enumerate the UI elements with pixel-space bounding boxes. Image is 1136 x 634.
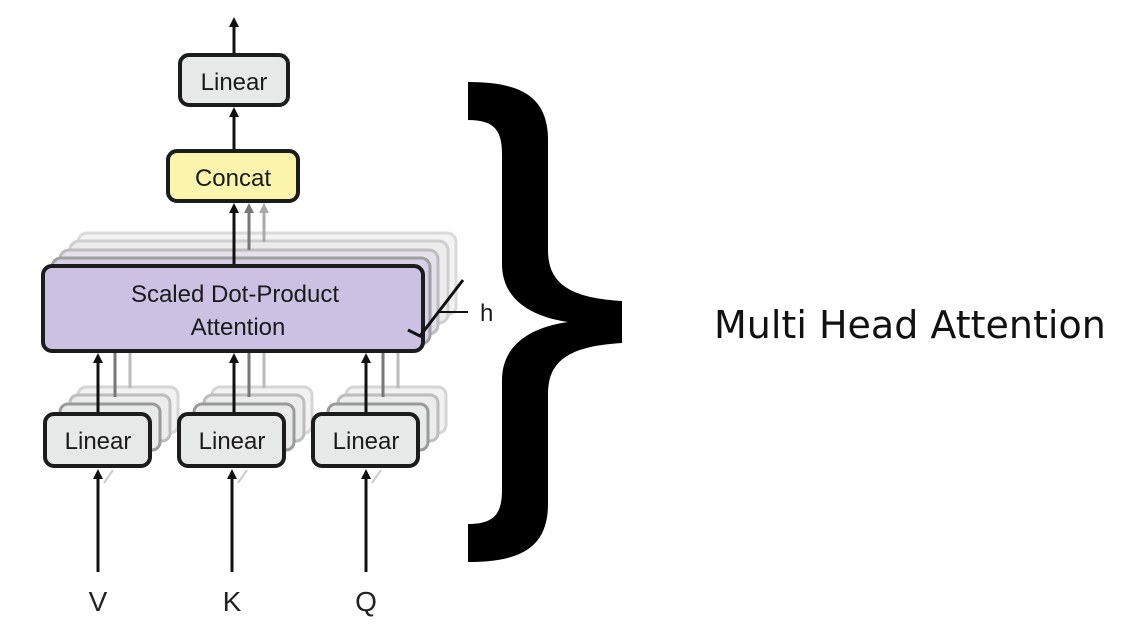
input-linear-k: Linear [177,412,286,468]
diagram-caption: Multi Head Attention [714,303,1106,347]
top-linear-block: Linear [178,53,290,107]
curly-brace [468,82,622,562]
heads-indicator: h [407,279,493,338]
input-arrows [93,469,382,572]
input-linear-k-box [177,412,286,468]
attention-label-line1: Scaled Dot-Product [131,281,339,308]
concat-block: Concat [166,149,300,203]
input-linear-q-box [311,412,420,468]
input-linear-v-label: Linear [65,428,132,455]
heads-label: h [480,300,493,327]
input-linear-v-box [43,412,152,468]
attention-label-line2: Attention [191,314,286,341]
input-linear-v: Linear [43,412,152,468]
attention-block: Scaled Dot-Product Attention [41,264,425,353]
input-label-q: Q [355,586,377,617]
input-linear-q-label: Linear [333,428,400,455]
linear-to-attention-arrows [93,353,400,412]
concat-box [166,149,300,203]
input-linear-q: Linear [311,412,420,468]
top-linear-label: Linear [201,69,268,96]
concat-label: Concat [195,165,271,192]
attention-box [41,264,425,353]
input-label-v: V [89,586,108,617]
input-linear-k-label: Linear [199,428,266,455]
input-label-k: K [223,586,242,617]
top-linear-box [178,53,290,107]
